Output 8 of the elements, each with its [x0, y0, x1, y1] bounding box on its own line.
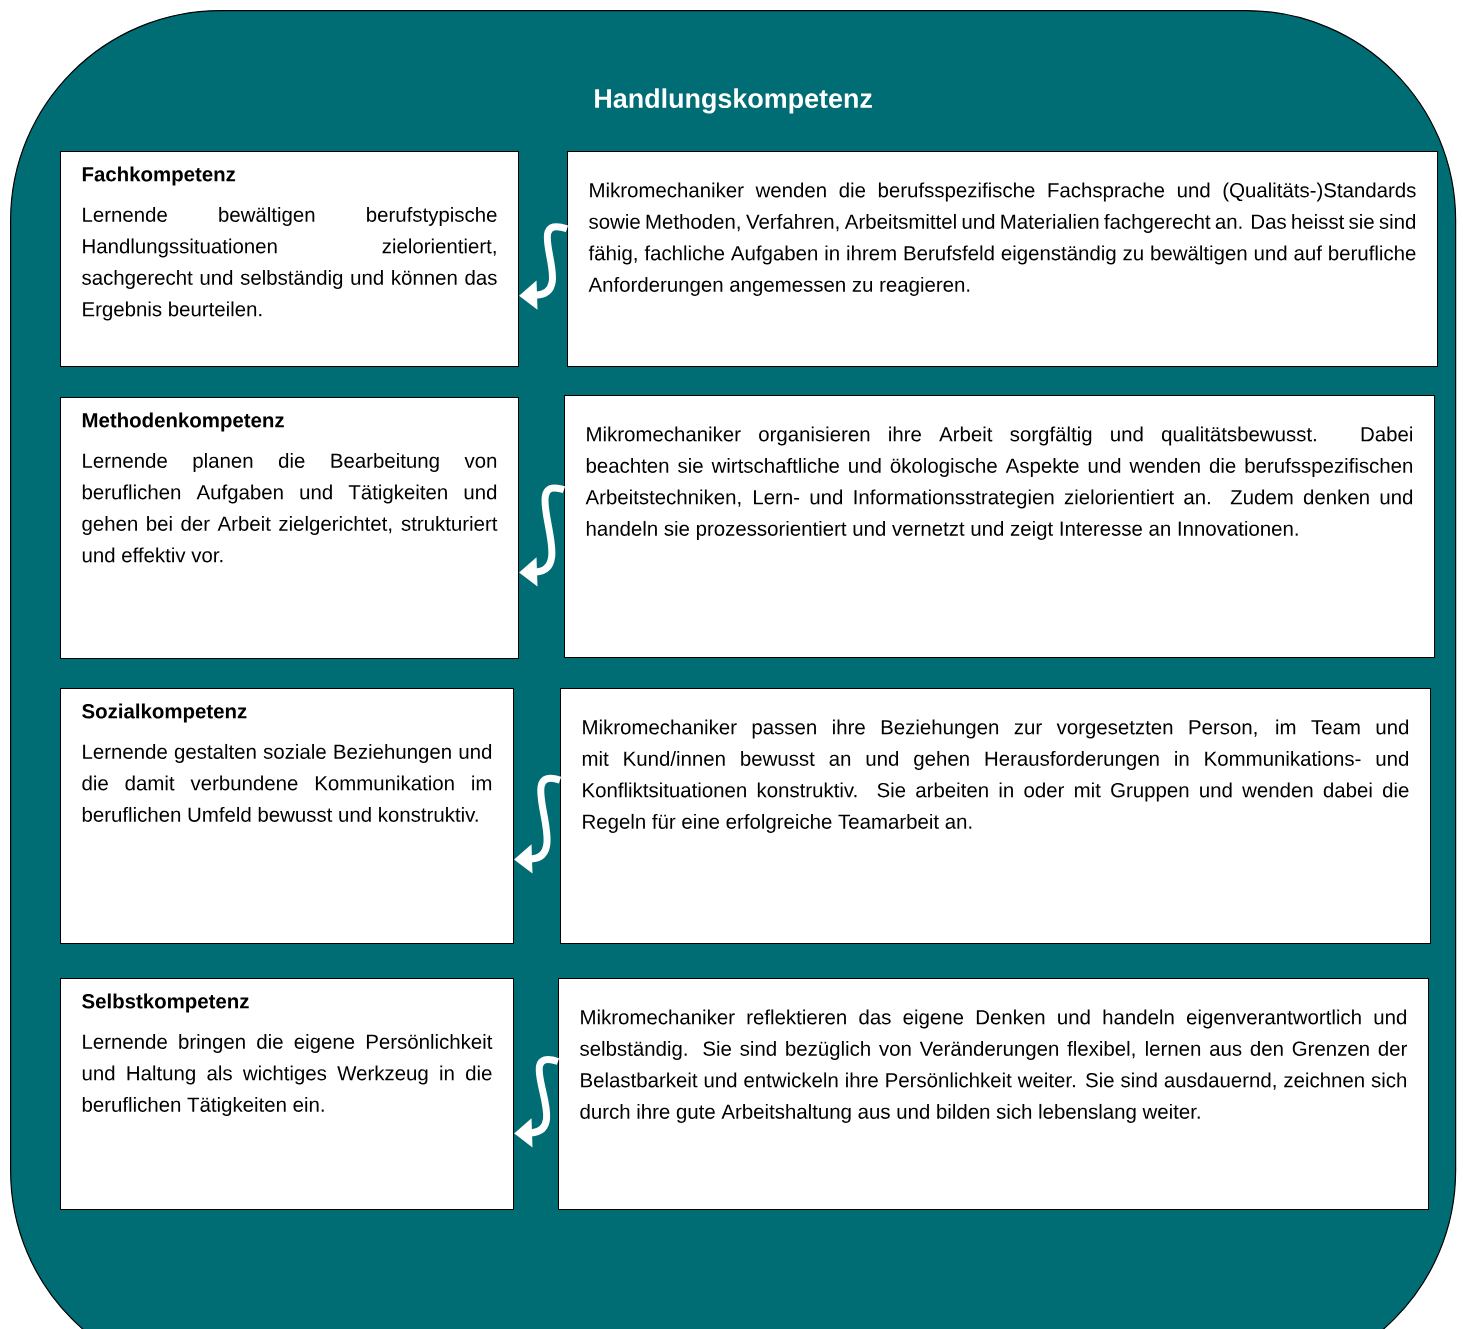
description-box: Mikromechaniker reflektieren das eigene Denken und handeln eigenverantwortlich und selbständig. Sie sind bezüglich von Veränderungen flexibel, lernen aus den Grenzen der Belastbarkeit und entwickeln ihre Persönlichkeit weiter. Sie sind ausdauernd, zeichnen sich durch ihre gute Arbeitshaltung aus und bilden sich lebenslang weiter.: [558, 978, 1429, 1210]
competence-box: Fachkompetenz Lernende bewältigen berufstypische Handlungssituationen zielorientiert, sachgerecht und selbständig und können das Ergebnis beurteilen.: [60, 151, 519, 367]
description-box: Mikromechaniker organisieren ihre Arbeit sorgfältig und qualitätsbewusst. Dabei beachten sie wirtschaftliche und ökologische Aspekte und wenden die berufsspezifischen Arbeitstechniken, Lern- und Informationsstrategien zielorientiert an. Zudem denken und handeln sie prozessorientiert und vernetzt und zeigt Interesse an Innovationen.: [564, 395, 1435, 658]
competence-box: Methodenkompetenz Lernende planen die Bearbeitung von beruflichen Aufgaben und Tätigkeiten und gehen bei der Arbeit zielgerichtet, strukturiert und effektiv vor.: [60, 397, 519, 659]
description-box: Mikromechaniker passen ihre Beziehungen zur vorgesetzten Person, im Team und mit Kund/innen bewusst an und gehen Herausforderungen in Kommunikations- und Konfliktsituationen konstruktiv. Sie arbeiten in oder mit Gruppen und wenden dabei die Regeln für eine erfolgreiche Teamarbeit an.: [560, 688, 1431, 944]
competence-box: Selbstkompetenz Lernende bringen die eigene Persönlichkeit und Haltung als wichtiges Werkzeug in die beruflichen Tätigkeiten ein.: [60, 978, 514, 1210]
description-box: Mikromechaniker wenden die berufsspezifische Fachsprache und (Qualitäts-)Standards sowie Methoden, Verfahren, Arbeitsmittel und Materialien fachgerecht an. Das heisst sie sind fähig, fachliche Aufgaben in ihrem Berufsfeld eigenständig zu bewältigen und auf berufliche Anforderungen angemessen zu reagieren.: [567, 151, 1438, 367]
competence-box: Sozialkompetenz Lernende gestalten soziale Beziehungen und die damit verbundene Kommunikation im beruflichen Umfeld bewusst und konstruktiv.: [60, 688, 514, 944]
